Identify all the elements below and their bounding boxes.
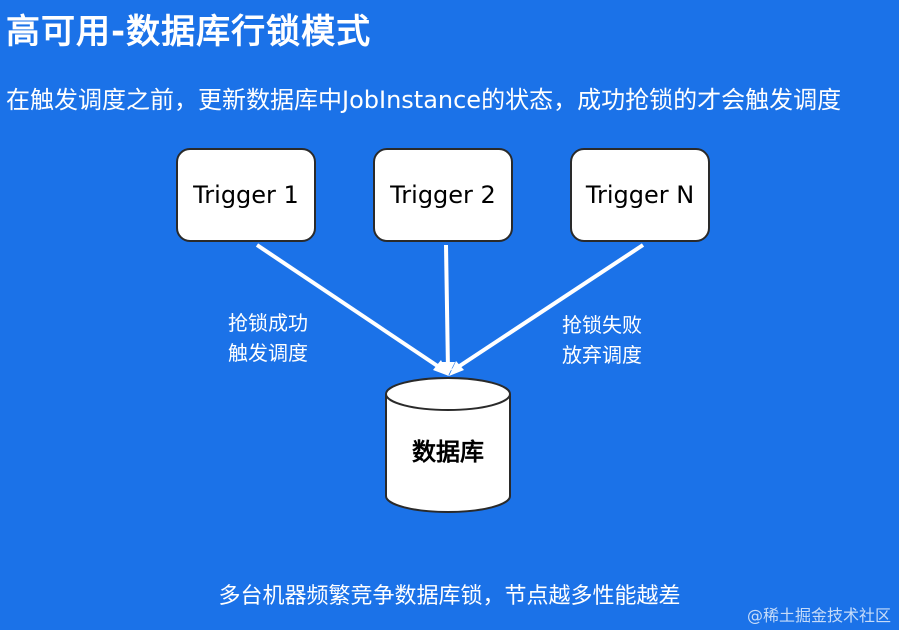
edge-label-failure-line2: 放弃调度 — [562, 343, 642, 367]
database-label: 数据库 — [412, 438, 484, 466]
watermark: @稀土掘金技术社区 — [746, 606, 891, 625]
edge-label-failure-line1: 抢锁失败 — [562, 313, 642, 337]
edge-label-success-line1: 抢锁成功 — [228, 311, 308, 335]
connector-trigger-n — [450, 243, 645, 373]
connector-trigger-1 — [255, 243, 447, 373]
trigger-2-box: Trigger 2 — [373, 148, 513, 242]
trigger-1-box: Trigger 1 — [176, 148, 316, 242]
page-title: 高可用-数据库行锁模式 — [6, 12, 372, 52]
database-cylinder-icon — [385, 377, 511, 513]
trigger-n-box: Trigger N — [570, 148, 710, 242]
edge-label-failure: 抢锁失败 放弃调度 — [562, 310, 642, 370]
page-subtitle: 在触发调度之前，更新数据库中JobInstance的状态，成功抢锁的才会触发调度 — [6, 86, 842, 114]
connector-trigger-2 — [444, 244, 450, 371]
edge-label-success-line2: 触发调度 — [228, 341, 308, 365]
footer-note: 多台机器频繁竞争数据库锁，节点越多性能越差 — [218, 584, 681, 609]
arrowhead-icon — [433, 360, 449, 376]
edge-label-success: 抢锁成功 触发调度 — [228, 308, 308, 368]
arrowhead-icon — [449, 361, 464, 376]
arrowhead-icon — [441, 362, 455, 376]
